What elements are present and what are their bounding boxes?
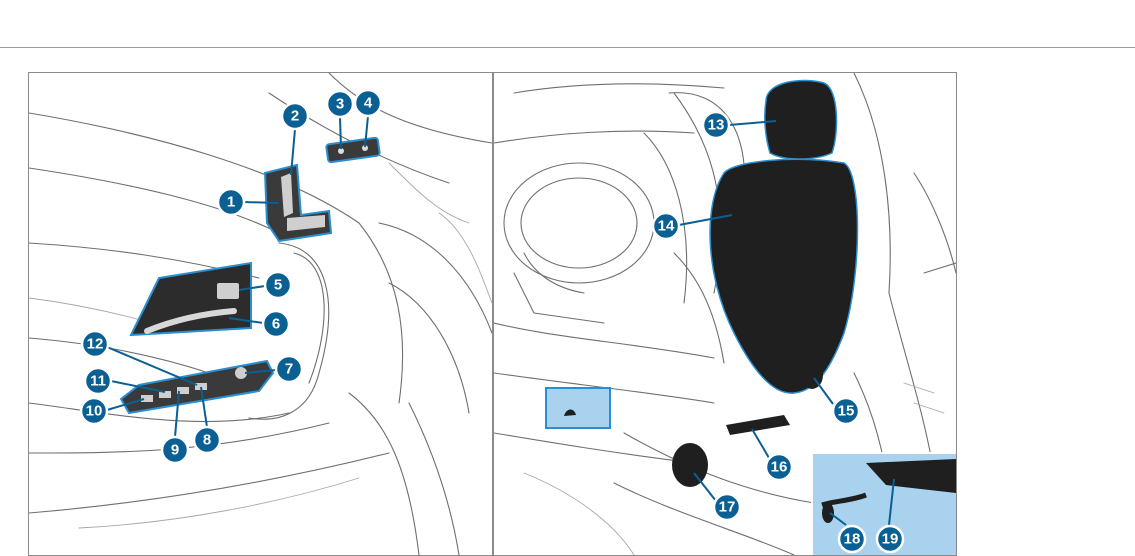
callout-label: 15 bbox=[838, 403, 855, 420]
door-handle-recess bbox=[131, 263, 251, 335]
backrest bbox=[710, 159, 857, 393]
callout-16: 16 bbox=[752, 429, 792, 480]
callout-label: 2 bbox=[291, 108, 299, 125]
callout-label: 19 bbox=[882, 531, 899, 548]
headrest bbox=[765, 80, 837, 159]
door-trim-sketch bbox=[29, 73, 492, 555]
callout-label: 7 bbox=[285, 361, 293, 378]
door-panel-drawing: 1 2 3 4 5 6 7 bbox=[29, 73, 492, 555]
callout-label: 11 bbox=[90, 373, 106, 390]
callout-label: 1 bbox=[227, 194, 235, 211]
callout-label: 9 bbox=[171, 442, 179, 459]
seat-adjust-knob bbox=[672, 443, 708, 487]
callout-label: 14 bbox=[658, 218, 675, 235]
callout-label: 8 bbox=[203, 432, 211, 449]
header-divider bbox=[0, 47, 1135, 48]
door-controls-illustration: 1 2 3 4 5 6 7 bbox=[28, 72, 493, 556]
seat-controls-illustration: 13 14 15 16 17 18 19 bbox=[493, 72, 957, 556]
callout-2: 2 bbox=[282, 103, 308, 175]
callout-label: 13 bbox=[708, 117, 725, 134]
callout-label: 17 bbox=[719, 499, 736, 516]
callout-15: 15 bbox=[814, 378, 859, 424]
callout-label: 3 bbox=[336, 96, 344, 113]
callout-label: 18 bbox=[844, 531, 861, 548]
memory-buttons bbox=[326, 137, 380, 162]
seat-height-lever bbox=[726, 415, 790, 435]
seat-drawing: 13 14 15 16 17 18 19 bbox=[494, 73, 956, 555]
callout-label: 6 bbox=[272, 316, 280, 333]
inset-highlight-small bbox=[546, 388, 610, 428]
callout-label: 5 bbox=[274, 277, 282, 294]
callout-label: 10 bbox=[86, 403, 103, 420]
callout-label: 12 bbox=[87, 336, 104, 353]
callout-11: 11 bbox=[85, 368, 165, 394]
callout-label: 4 bbox=[364, 95, 373, 112]
callout-label: 16 bbox=[771, 459, 788, 476]
